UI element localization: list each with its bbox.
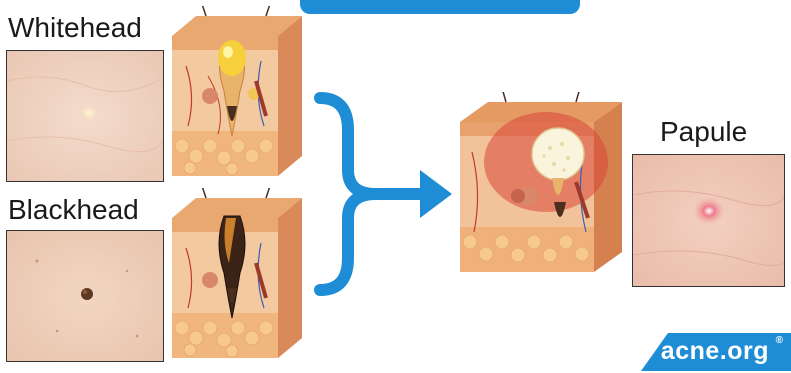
papule-label: Papule (660, 118, 747, 146)
logo-text: acne.org (661, 337, 769, 366)
papule-photo (632, 154, 785, 287)
acne-org-logo: acne.org ® (641, 333, 791, 371)
whitehead-label: Whitehead (8, 14, 142, 42)
merge-arrow-icon (310, 90, 455, 300)
blackhead-illustration (166, 188, 302, 368)
skin-cross-section-icon (456, 92, 622, 282)
blackhead-photo (6, 230, 164, 362)
blackhead-spot (81, 288, 93, 300)
blackhead-label: Blackhead (8, 196, 139, 224)
skin-cross-section-icon (166, 6, 302, 186)
papule-spot (693, 197, 725, 225)
whitehead-illustration (166, 6, 302, 186)
papule-illustration (456, 92, 622, 282)
title-banner (300, 0, 580, 14)
skin-cross-section-icon (166, 188, 302, 368)
merge-arrow (310, 90, 455, 300)
whitehead-photo (6, 50, 164, 182)
registered-mark: ® (776, 335, 783, 346)
